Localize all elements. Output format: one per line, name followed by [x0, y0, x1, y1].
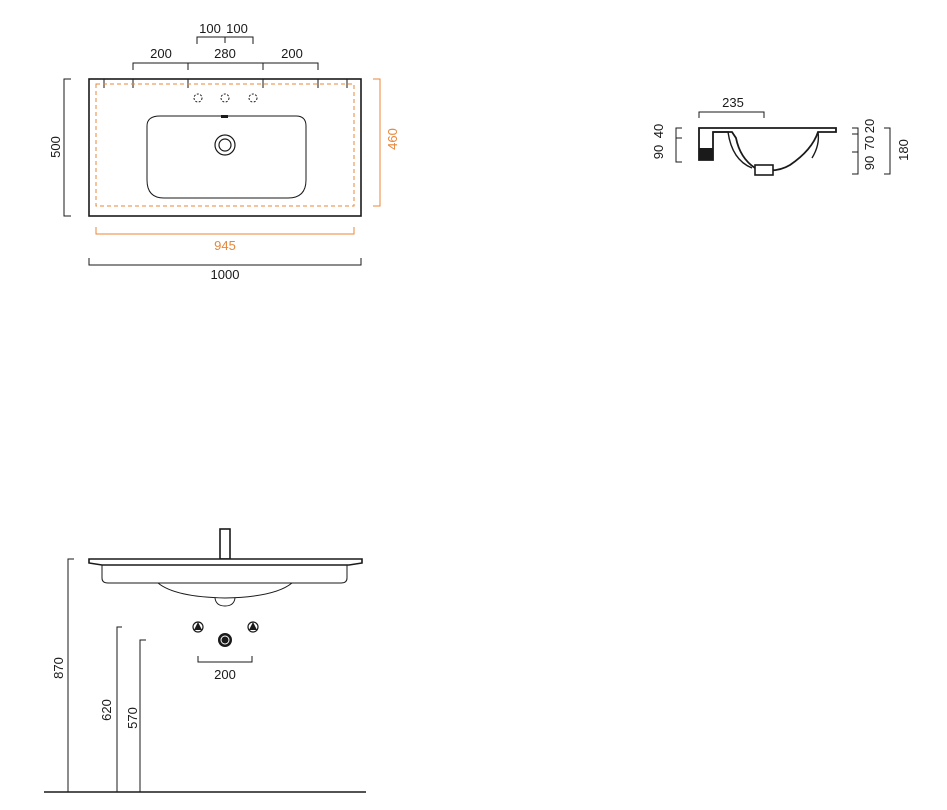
inner-depth-label: 460 — [385, 128, 400, 150]
left-height-dimension-line — [675, 127, 682, 163]
basin-outline — [88, 78, 362, 217]
drain-height-line — [116, 626, 122, 792]
basin-profile — [698, 127, 837, 172]
mount-height-line — [67, 558, 74, 792]
profile-drain — [754, 164, 774, 176]
supply-right-glyph — [249, 622, 257, 630]
tap-hole-right — [248, 93, 258, 103]
drain-inner — [218, 138, 232, 152]
supply-height-line — [139, 639, 146, 792]
waste-outlet-inner — [220, 635, 230, 645]
total-width-dimension-line — [88, 258, 362, 266]
inner-depth-dimension-line — [373, 78, 381, 207]
drain-outer — [214, 134, 236, 156]
bowl-bottom — [157, 582, 293, 599]
top-view: 100 100 200 280 200 500 460 — [48, 21, 400, 282]
width-center-label: 280 — [214, 46, 236, 61]
inner-width-dimension-line — [95, 227, 355, 235]
right-height-dimension-line — [852, 127, 859, 175]
supply-left-glyph — [194, 622, 202, 630]
hole-spacing-left-label: 100 — [199, 21, 221, 36]
faucet — [219, 528, 231, 560]
supply-spacing-dimension-line — [197, 656, 253, 663]
mount-height-label: 870 — [51, 657, 66, 679]
supply-height-label: 570 — [125, 707, 140, 729]
right-height-a-label: 90 — [862, 156, 877, 170]
inner-dashed-outline — [95, 83, 355, 207]
right-height-c-label: 20 — [862, 119, 877, 133]
tap-hole-left — [193, 93, 203, 103]
section-view: 235 90 40 90 70 20 180 — [651, 95, 911, 176]
drain-bottom — [214, 597, 236, 607]
front-view: 200 870 620 570 — [44, 528, 366, 793]
basin-body — [101, 565, 348, 584]
inner-width-label: 945 — [214, 238, 236, 253]
countertop-slab — [88, 558, 363, 566]
width-right-label: 200 — [281, 46, 303, 61]
bowl-outline — [146, 115, 307, 199]
tap-hole-center — [220, 93, 230, 103]
depth-dimension-line — [63, 78, 71, 217]
basin-profile-inner — [713, 131, 753, 169]
bowl-offset-label: 235 — [722, 95, 744, 110]
left-height-b-label: 40 — [651, 124, 666, 138]
profile-rim-curve — [811, 131, 820, 159]
left-height-a-label: 90 — [651, 145, 666, 159]
waste-outlet — [218, 633, 232, 647]
hole-spacing-right-label: 100 — [226, 21, 248, 36]
total-width-label: 1000 — [211, 267, 240, 282]
depth-label: 500 — [48, 136, 63, 158]
right-total-label: 180 — [896, 139, 911, 161]
drain-height-label: 620 — [99, 699, 114, 721]
right-height-b-label: 70 — [862, 136, 877, 150]
top-dimension-lines — [132, 36, 319, 70]
width-left-label: 200 — [150, 46, 172, 61]
right-total-dimension-line — [884, 127, 891, 175]
profile-base-block — [699, 148, 713, 160]
bowl-offset-dimension-line — [698, 111, 765, 118]
overflow-slot — [221, 115, 228, 118]
supply-spacing-label: 200 — [214, 667, 236, 682]
